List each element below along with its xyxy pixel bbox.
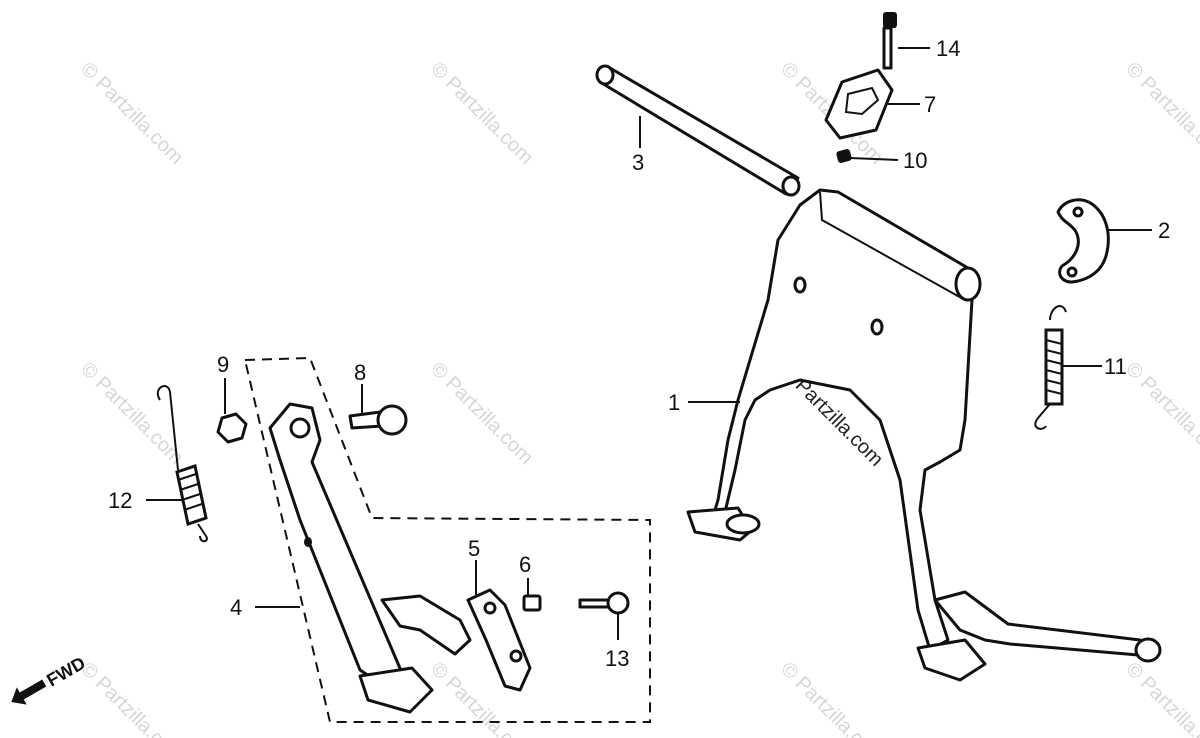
main-stand[interactable]	[686, 188, 1162, 682]
watermark: © Partzilla.com	[1121, 58, 1200, 169]
nut[interactable]	[522, 594, 542, 612]
stopper-nut[interactable]	[836, 148, 853, 163]
watermark: © Partzilla.com	[426, 358, 537, 469]
callout-5: 5	[468, 536, 480, 561]
watermark: © Partzilla.com	[76, 658, 187, 738]
callout-2: 2	[1158, 218, 1170, 243]
callout-6: 6	[519, 552, 531, 577]
watermark: © Partzilla.com	[76, 58, 187, 169]
fwd-arrow-icon	[11, 679, 47, 705]
callout-1: 1	[668, 390, 680, 415]
side-stand-switch-bracket[interactable]	[466, 588, 532, 692]
stopper-plate[interactable]	[1056, 198, 1110, 284]
stopper-bolt[interactable]	[882, 12, 897, 70]
watermark: © Partzilla.com	[776, 658, 887, 738]
stopper-rubber[interactable]	[824, 68, 894, 140]
callouts: 1 2 3 4 5 6 7 8 9 10 11 12 13 14	[108, 36, 1170, 671]
switch-bolt[interactable]	[578, 591, 630, 615]
side-stand-assembly-outline	[243, 356, 651, 723]
side-stand[interactable]	[268, 402, 472, 714]
callout-13: 13	[605, 646, 629, 671]
fwd-label: FWD	[43, 653, 88, 691]
main-stand-spring[interactable]	[1034, 305, 1067, 430]
side-stand-spring[interactable]	[156, 385, 208, 543]
stand-pivot-shaft[interactable]	[595, 64, 801, 197]
callout-12: 12	[108, 488, 132, 513]
watermark: © Partzilla.com	[1121, 658, 1200, 738]
callout-14: 14	[936, 36, 960, 61]
callout-9: 9	[217, 352, 229, 377]
callout-7: 7	[924, 92, 936, 117]
watermark: © Partzilla.com	[1121, 358, 1200, 469]
callout-10: 10	[903, 148, 927, 173]
side-stand-nut[interactable]	[216, 412, 248, 444]
callout-4: 4	[230, 595, 242, 620]
watermark: © Partzilla.com	[76, 358, 187, 469]
fwd-indicator: FWD	[11, 653, 89, 705]
pivot-bolt[interactable]	[348, 404, 408, 436]
callout-3: 3	[632, 150, 644, 175]
leader-lines	[146, 47, 1152, 640]
callout-11: 11	[1104, 354, 1127, 379]
watermark: © Partzilla.com	[426, 58, 537, 169]
callout-8: 8	[354, 360, 366, 385]
